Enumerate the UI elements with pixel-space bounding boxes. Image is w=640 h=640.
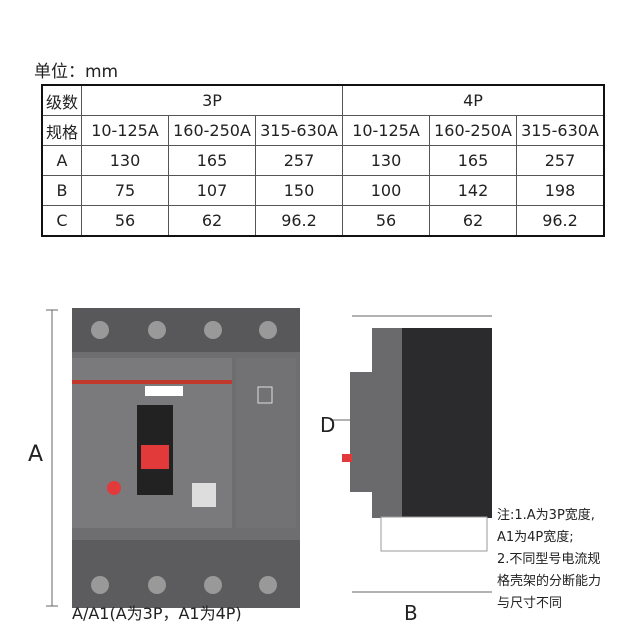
table-cell: 160-250A (429, 115, 517, 146)
unit-label: 单位：mm (34, 62, 119, 82)
table-cell: 198 (516, 175, 605, 206)
table-cell: 96.2 (516, 205, 605, 237)
brand-logo (145, 386, 183, 396)
table-cell: 75 (81, 175, 169, 206)
breaker-front-view (72, 308, 300, 608)
table-cell: 257 (255, 145, 343, 176)
toggle-switch[interactable] (141, 445, 169, 469)
notes: 注:1.A为3P宽度, A1为4P宽度; 2.不同型号电流规 格壳架的分断能力 … (497, 505, 640, 615)
table-cell: 150 (255, 175, 343, 206)
table-cell: 160-250A (168, 115, 256, 146)
table-row-poles: 级数 3P 4P (41, 84, 605, 116)
table-cell: 315-630A (255, 115, 343, 146)
row-header: 级数 (41, 84, 82, 116)
dimension-label-a: A (28, 442, 44, 467)
table-cell: 62 (429, 205, 517, 237)
table-row-spec: 规格 10-125A 160-250A 315-630A 10-125A 160… (41, 115, 605, 146)
test-button[interactable] (107, 481, 121, 495)
breaker-side-view (330, 315, 492, 593)
note-line: 格壳架的分断能力 (497, 574, 602, 589)
table-cell: 165 (429, 145, 517, 176)
row-header: A (41, 145, 82, 176)
table-cell: 56 (81, 205, 169, 237)
dimension-line-a (46, 309, 58, 607)
group-header-4p: 4P (342, 84, 605, 116)
row-header: C (41, 205, 82, 237)
table-row-c: C 56 62 96.2 56 62 96.2 (41, 205, 605, 237)
note-line: 2.不同型号电流规 (497, 552, 601, 567)
note-line: 注:1.A为3P宽度, (497, 508, 595, 523)
dimension-label-b: B (404, 601, 418, 625)
table-cell: 100 (342, 175, 430, 206)
table-cell: 257 (516, 145, 605, 176)
note-line: A1为4P宽度; (497, 530, 574, 545)
group-header-3p: 3P (81, 84, 343, 116)
table-cell: 107 (168, 175, 256, 206)
table-cell: 315-630A (516, 115, 605, 146)
note-line: 与尺寸不同 (497, 596, 563, 611)
table-cell: 142 (429, 175, 517, 206)
table-cell: 10-125A (81, 115, 169, 146)
dimension-table: 级数 3P 4P 规格 10-125A 160-250A 315-630A 10… (41, 84, 605, 237)
table-cell: 62 (168, 205, 256, 237)
table-cell: 56 (342, 205, 430, 237)
dimension-caption-a: A/A1(A为3P，A1为4P) (72, 604, 242, 623)
table-row-b: B 75 107 150 100 142 198 (41, 175, 605, 206)
dimension-label-d: D (320, 413, 336, 437)
